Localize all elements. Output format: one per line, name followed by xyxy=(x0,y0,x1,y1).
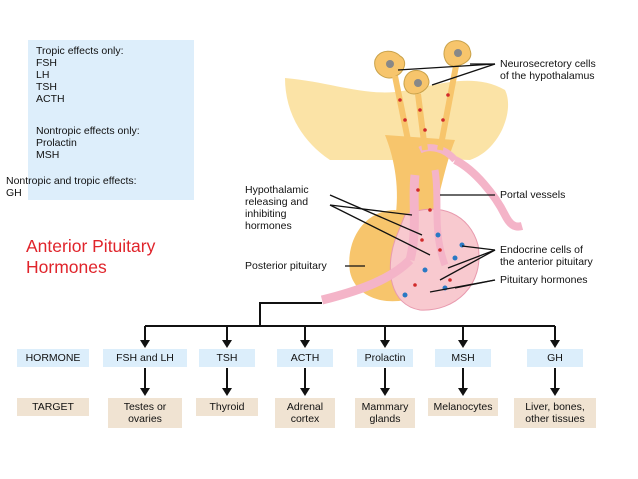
target-box: Melanocytes xyxy=(428,398,498,416)
tropic-item: TSH xyxy=(36,81,57,93)
target-line: cortex xyxy=(290,413,320,425)
target-line: glands xyxy=(369,413,401,425)
target-line: Testes or xyxy=(123,401,167,413)
title-line: Anterior Pituitary xyxy=(26,236,156,256)
label-neurosecretory: Neurosecretory cells of the hypothalamus xyxy=(500,58,596,82)
target-box: Testes or ovaries xyxy=(108,398,182,428)
tropic-item: FSH xyxy=(36,57,57,69)
label-line: inhibiting xyxy=(245,208,287,220)
hormone-box: GH xyxy=(527,349,583,367)
nontropic-item: MSH xyxy=(36,149,60,161)
label-pituitary-hormones: Pituitary hormones xyxy=(500,274,588,286)
label-endocrine-cells: Endocrine cells of the anterior pituitar… xyxy=(500,244,593,268)
stalk-shape xyxy=(385,135,455,230)
target-box: Mammary glands xyxy=(355,398,415,428)
hormone-header: HORMONE xyxy=(17,349,89,367)
tropic-item: LH xyxy=(36,69,50,81)
label-posterior-pituitary: Posterior pituitary xyxy=(245,260,327,272)
target-header: TARGET xyxy=(17,398,89,416)
nontropic-item: Prolactin xyxy=(36,137,77,149)
nontropic-heading: Nontropic effects only: xyxy=(36,125,140,137)
target-line: Adrenal xyxy=(286,401,324,413)
target-line: other tissues xyxy=(525,413,585,425)
target-box: Liver, bones, other tissues xyxy=(514,398,596,428)
target-line: ovaries xyxy=(128,413,162,425)
label-line: Neurosecretory cells xyxy=(500,58,596,70)
page-title: Anterior Pituitary Hormones xyxy=(26,236,155,278)
target-box: Adrenal cortex xyxy=(275,398,335,428)
both-item: GH xyxy=(6,187,22,199)
portal-vessel xyxy=(320,256,414,305)
tropic-heading: Tropic effects only: xyxy=(36,45,124,57)
hormone-box: Prolactin xyxy=(357,349,413,367)
portal-vessel xyxy=(431,169,449,267)
hormone-box: FSH and LH xyxy=(103,349,187,367)
title-line: Hormones xyxy=(26,257,107,277)
target-line: Liver, bones, xyxy=(525,401,585,413)
both-heading: Nontropic and tropic effects: xyxy=(6,175,137,187)
target-line: Mammary xyxy=(361,401,409,413)
label-line: hormones xyxy=(245,220,292,232)
portal-vessel xyxy=(405,174,420,262)
hormone-box: TSH xyxy=(199,349,255,367)
label-line: of the hypothalamus xyxy=(500,70,595,82)
label-line: the anterior pituitary xyxy=(500,256,593,268)
hormone-box: ACTH xyxy=(277,349,333,367)
label-line: Endocrine cells of xyxy=(500,244,583,256)
label-line: releasing and xyxy=(245,196,309,208)
label-line: Hypothalamic xyxy=(245,184,309,196)
label-portal-vessels: Portal vessels xyxy=(500,189,566,201)
portal-vessel xyxy=(453,156,524,231)
hormone-box: MSH xyxy=(435,349,491,367)
target-box: Thyroid xyxy=(196,398,258,416)
effects-info-box xyxy=(28,40,194,200)
label-hypothalamic: Hypothalamic releasing and inhibiting ho… xyxy=(245,184,309,232)
tropic-item: ACTH xyxy=(36,93,65,105)
